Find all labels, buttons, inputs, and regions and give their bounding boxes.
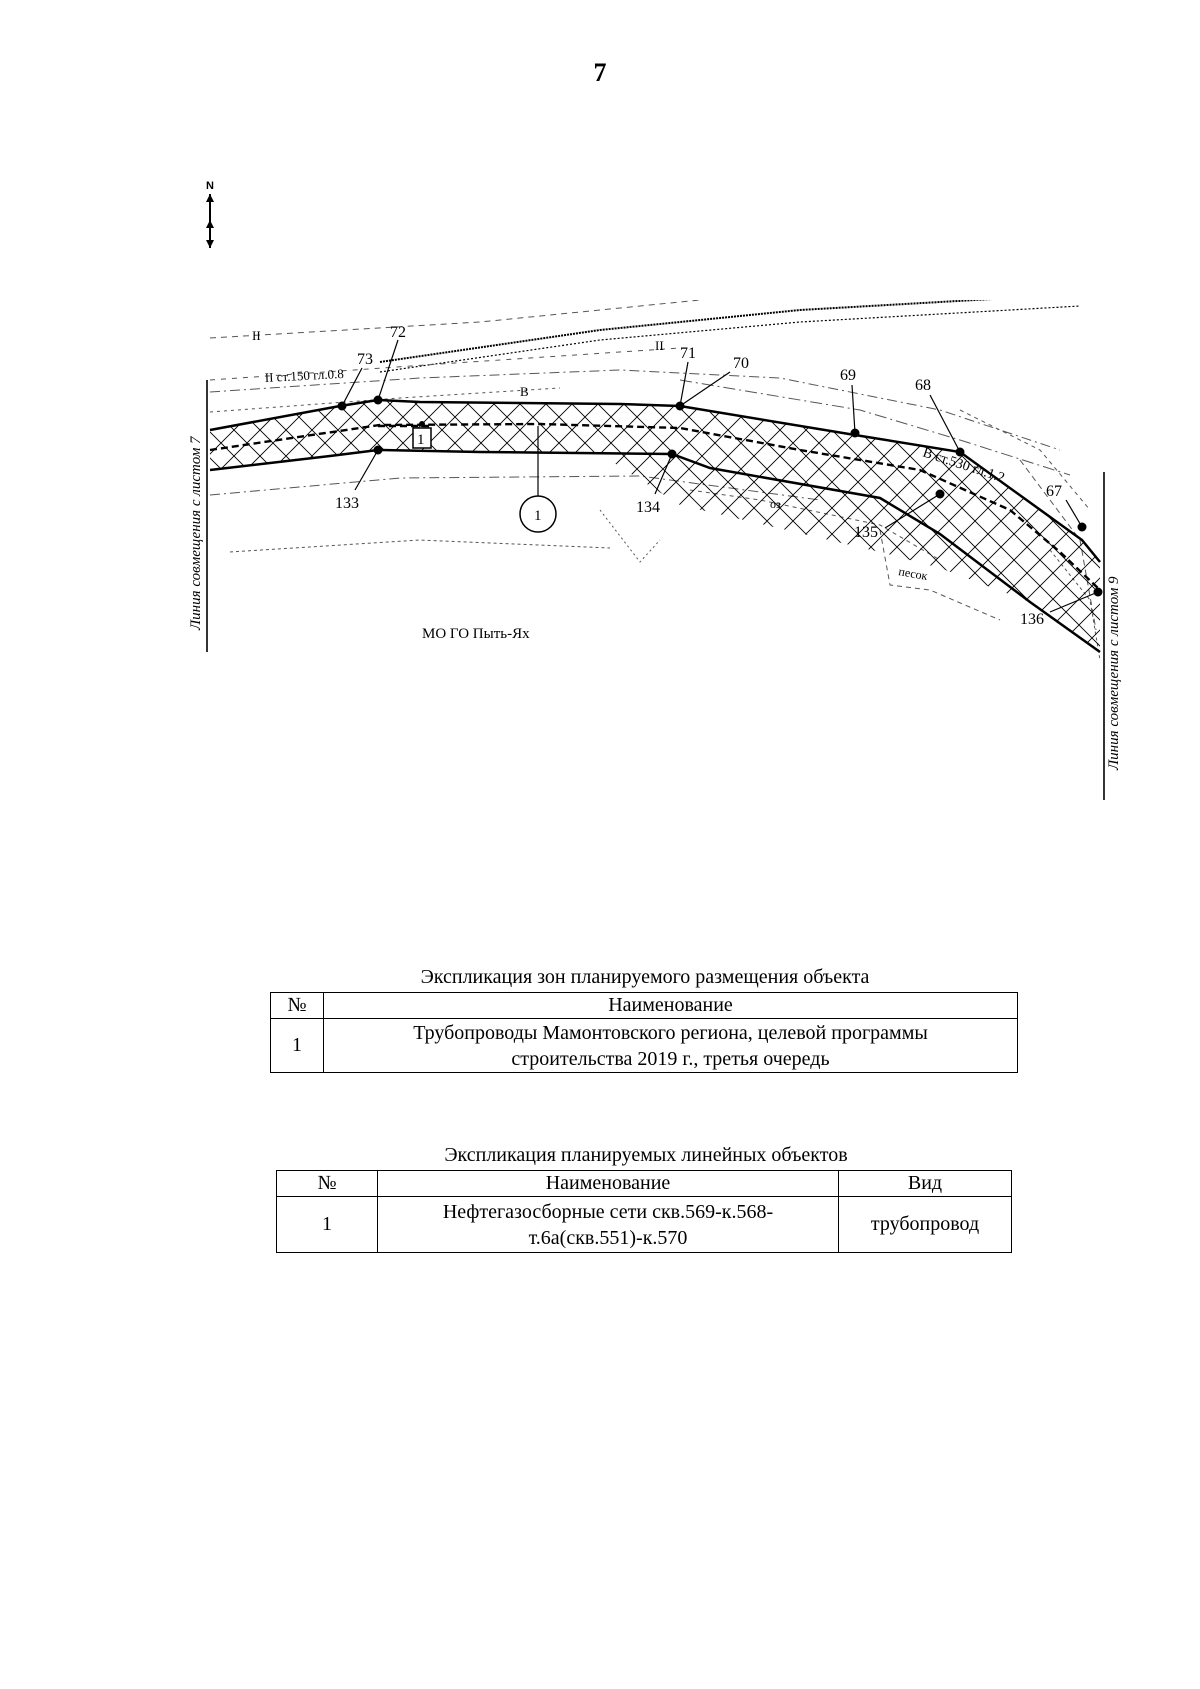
point-label-134: 134: [636, 499, 660, 516]
road-label-left: II ст.150 гл.0.8: [264, 366, 344, 385]
planned-zone: [210, 400, 1100, 652]
linear-table-header: № Наименование Вид: [276, 1170, 1012, 1197]
point-label-68: 68: [915, 377, 931, 394]
zones-col-no: №: [270, 992, 324, 1019]
point-label-73: 73: [357, 351, 373, 368]
page-number: 7: [593, 58, 607, 87]
linear-col-type: Вид: [838, 1170, 1012, 1197]
linear-row-name-line1: Нефтегазосборные сети скв.569-к.568-: [442, 1200, 774, 1223]
linear-table-caption: Экспликация планируемых линейных объекто…: [444, 1144, 848, 1166]
label-ii-mid: II: [655, 338, 664, 353]
point-labels: 73 72 71 70 69 68 67 133 134 135 136: [335, 324, 1062, 628]
point-label-70: 70: [733, 355, 749, 372]
north-arrow-icon: N: [203, 180, 217, 250]
linear-row-no: 1: [276, 1196, 378, 1253]
zones-row-name: Трубопроводы Мамонтовского региона, целе…: [323, 1018, 1018, 1073]
site-plan-map: 73 72 71 70 69 68 67 133 134 135 136 1 1…: [0, 300, 1200, 820]
label-ii-top: II: [252, 328, 261, 343]
linear-row-name-line2: т.6а(скв.551)-к.570: [528, 1226, 688, 1249]
label-pesok: песок: [897, 564, 928, 583]
linear-col-no: №: [276, 1170, 378, 1197]
joint-label-left: Линия совмещения с листом 7: [188, 435, 204, 631]
point-label-72: 72: [390, 324, 406, 341]
zones-row-no: 1: [270, 1018, 324, 1073]
point-label-133: 133: [335, 495, 359, 512]
zones-row-name-line2: строительства 2019 г., третья очередь: [511, 1047, 830, 1070]
zones-table-caption: Экспликация зон планируемого размещения …: [420, 966, 870, 988]
linear-table: № Наименование Вид 1 Нефтегазосборные се…: [276, 1170, 1012, 1253]
north-label: N: [206, 180, 214, 192]
zones-row-name-line1: Трубопроводы Мамонтовского региона, целе…: [413, 1021, 928, 1044]
zones-col-name: Наименование: [323, 992, 1018, 1019]
zone-marker: 1: [412, 427, 432, 449]
leader-lines: [341, 339, 1099, 613]
zones-table: № Наименование 1 Трубопроводы Мамонтовск…: [270, 992, 1018, 1073]
label-b: B: [520, 384, 529, 399]
label-oz: оз: [770, 497, 781, 511]
point-label-67: 67: [1046, 483, 1062, 500]
point-label-69: 69: [840, 367, 856, 384]
object-marker: 1: [519, 495, 557, 533]
point-label-71: 71: [680, 345, 696, 362]
svg-text:1: 1: [534, 508, 542, 524]
municipality-label: МО ГО Пыть-Ях: [422, 626, 530, 642]
pipeline-axis: [209, 422, 1101, 591]
svg-text:1: 1: [417, 432, 425, 448]
joint-label-right: Линия совмещения с листом 9: [1106, 576, 1122, 771]
point-label-136: 136: [1020, 611, 1044, 628]
boundary-points: [337, 395, 1103, 597]
table-row: 1 Нефтегазосборные сети скв.569-к.568- т…: [276, 1196, 1012, 1253]
table-row: 1 Трубопроводы Мамонтовского региона, це…: [270, 1018, 1018, 1073]
linear-row-name: Нефтегазосборные сети скв.569-к.568- т.6…: [377, 1196, 839, 1253]
point-label-135: 135: [854, 524, 878, 541]
linear-row-type: трубопровод: [838, 1196, 1012, 1253]
linear-col-name: Наименование: [377, 1170, 839, 1197]
zones-table-header: № Наименование: [270, 992, 1018, 1019]
